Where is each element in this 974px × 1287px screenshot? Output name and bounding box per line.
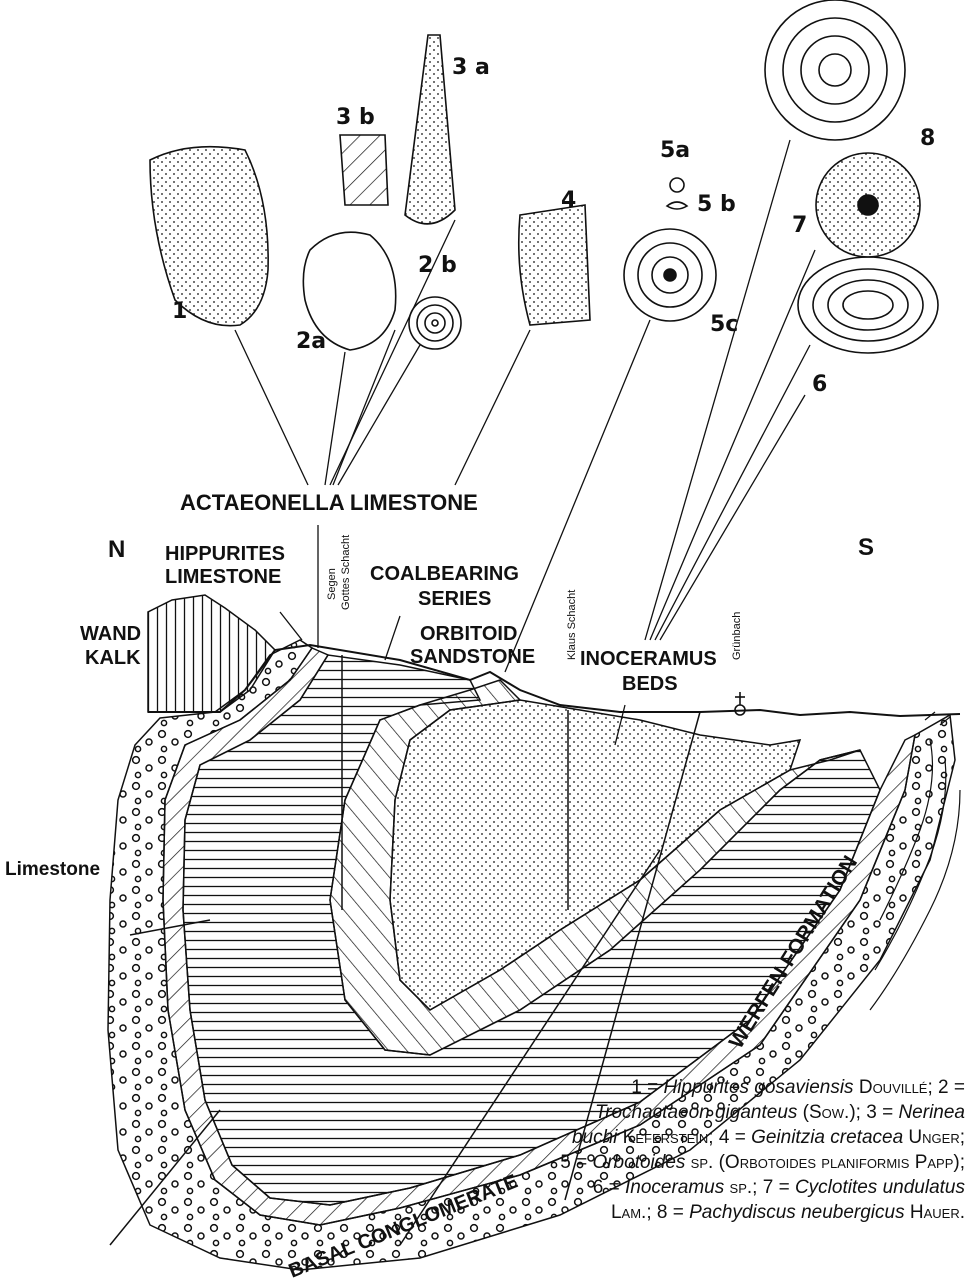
legend-author: Keferstein;	[617, 1127, 718, 1148]
fossil-number-2a: 2a	[296, 329, 326, 354]
label-segen: Segen	[326, 568, 338, 600]
legend-entry-1: 1 = Hippurites gosaviensis Douvillé;	[631, 1077, 938, 1098]
legend-number: 8 =	[657, 1202, 689, 1223]
fossil-number-8: 8	[920, 126, 935, 151]
legend-author: Unger;	[903, 1127, 965, 1148]
legend-species-name: Pachydiscus neubergicus	[689, 1202, 904, 1223]
legend-species-name: Orbotoides	[592, 1152, 685, 1173]
fossil-5b	[667, 202, 687, 209]
fossil-5c-orbitoides	[624, 229, 716, 321]
legend-species-name: Cyclotites undulatus	[795, 1177, 965, 1198]
fossil-number-5b: 5 b	[697, 192, 736, 217]
legend-number: 6 =	[593, 1177, 625, 1198]
fossil-5a	[670, 178, 684, 192]
fossil-number-3b: 3 b	[336, 105, 375, 130]
label-inoceramus-1: INOCERAMUS	[580, 648, 717, 670]
label-north: N	[108, 536, 125, 563]
fossil-number-5a: 5a	[660, 138, 690, 163]
fossil-3b-section	[340, 135, 388, 205]
legend-species-name: Geinitzia cretacea	[751, 1127, 903, 1148]
legend-author: sp.;	[724, 1177, 762, 1198]
label-orbitoid-1: ORBITOID	[420, 623, 517, 645]
fossil-number-2b: 2 b	[418, 253, 457, 278]
legend-entry-4: 4 = Geinitzia cretacea Unger;	[719, 1127, 965, 1148]
legend-author: Lam.;	[611, 1202, 657, 1223]
label-hippurites-1: HIPPURITES	[165, 543, 285, 565]
fossil-number-4: 4	[561, 188, 576, 213]
fossil-legend: 1 = Hippurites gosaviensis Douvillé; 2 =…	[560, 1075, 965, 1225]
label-hippurites-2: LIMESTONE	[165, 566, 281, 588]
fossil-6-inoceramus	[798, 257, 938, 353]
label-orbitoid-2: SANDSTONE	[410, 646, 535, 668]
fossil-2b-spiral	[409, 297, 461, 349]
legend-entry-8: 8 = Pachydiscus neubergicus Hauer.	[657, 1202, 965, 1223]
label-coal-1: COALBEARING	[370, 563, 519, 585]
legend-number: 7 =	[763, 1177, 795, 1198]
label-wand-2: KALK	[85, 647, 141, 669]
label-wand-1: WAND	[80, 623, 141, 645]
legend-number: 1 =	[631, 1077, 663, 1098]
fossil-4-geinitzia	[519, 205, 590, 325]
legend-author: Hauer.	[905, 1202, 965, 1223]
legend-author: Douvillé;	[854, 1077, 938, 1098]
fossil-8-pachydiscus	[765, 0, 905, 140]
label-actaeonella: ACTAEONELLA LIMESTONE	[180, 490, 478, 515]
label-gottes-schacht: Gottes Schacht	[340, 535, 352, 610]
legend-species-name: Inoceramus	[625, 1177, 724, 1198]
label-inoceramus-2: BEDS	[622, 673, 678, 695]
fossil-number-3a: 3 a	[452, 55, 490, 80]
fossil-3a-nerinea	[405, 35, 455, 224]
label-limestone: Limestone	[5, 859, 100, 880]
fossil-1-hippurites	[150, 147, 268, 326]
legend-species-name: Trochactaeon giganteus	[595, 1102, 797, 1123]
legend-species-name: Hippurites gosaviensis	[663, 1077, 853, 1098]
fossil-drawings	[150, 0, 938, 353]
label-coal-2: SERIES	[418, 588, 491, 610]
legend-number: 3 =	[866, 1102, 898, 1123]
label-klaus-schacht: Klaus Schacht	[566, 590, 578, 660]
label-south: S	[858, 534, 874, 561]
legend-entry-6: 6 = Inoceramus sp.;	[593, 1177, 763, 1198]
legend-entry-5: 5 = Orbotoides sp. (Orbotoides planiform…	[560, 1152, 965, 1173]
fossil-number-7: 7	[792, 213, 807, 238]
label-grunbach: Grünbach	[731, 612, 743, 660]
legend-author: (Sow.);	[797, 1102, 866, 1123]
legend-number: 4 =	[719, 1127, 751, 1148]
legend-number: 2 =	[938, 1077, 965, 1098]
fossil-number-1: 1	[172, 299, 187, 324]
fossil-7-cyclotites	[816, 153, 920, 257]
legend-author: sp. (Orbotoides planiformis Papp);	[685, 1152, 965, 1173]
legend-number: 5 =	[560, 1152, 592, 1173]
fossil-number-6: 6	[812, 372, 827, 397]
fossil-number-5c: 5c	[710, 312, 738, 337]
